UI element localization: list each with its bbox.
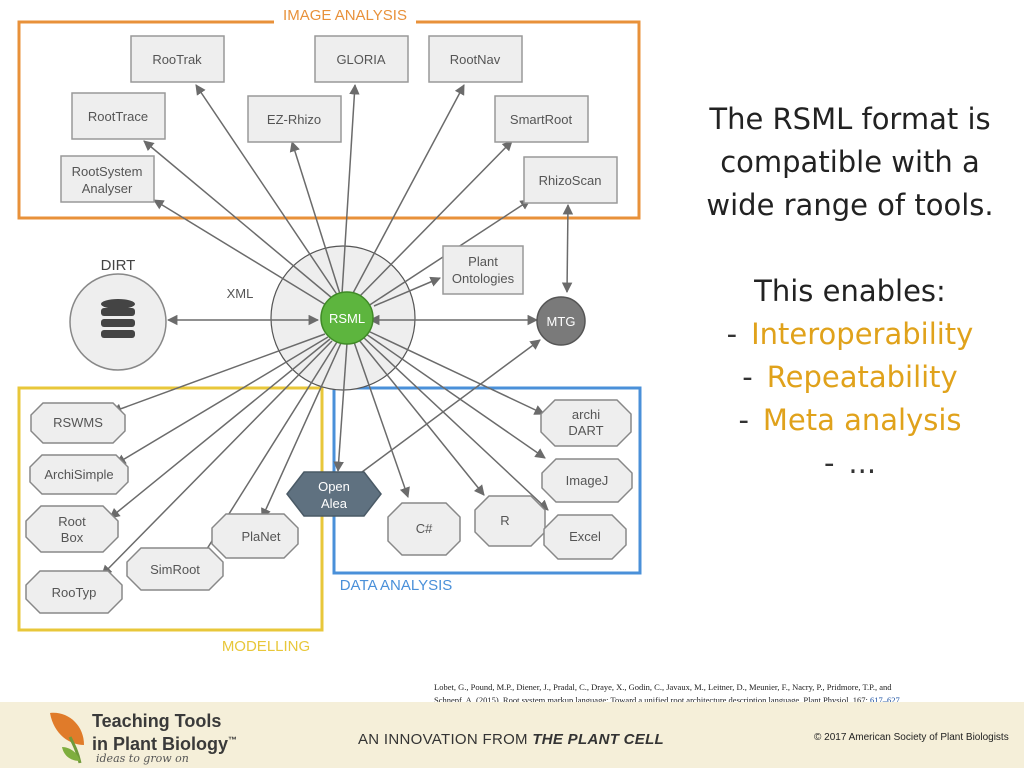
node-rootyp: RooTyp [25, 570, 123, 614]
side-main-line2: compatible with a [720, 145, 980, 179]
node-archidart-line1: archi [572, 407, 600, 422]
node-openalea-line1: Open [318, 479, 350, 494]
node-ezrhizo-label: EZ-Rhizo [267, 112, 321, 127]
node-rootbox: Root Box [25, 505, 119, 553]
node-openalea: Open Alea [286, 471, 382, 517]
node-csharp-label: C# [416, 521, 433, 536]
logo-tagline: ideas to grow on [96, 752, 189, 765]
mtg-label: MTG [547, 314, 576, 329]
side-benefit-item: -... [823, 446, 877, 480]
node-r-label: R [500, 513, 509, 528]
rsml-diagram: IMAGE ANALYSIS MODELLING DATA ANALYSIS [17, 6, 642, 656]
data-analysis-label: DATA ANALYSIS [340, 577, 453, 594]
node-rhizoscan-label: RhizoScan [539, 173, 602, 188]
side-benefit-label: Repeatability [766, 360, 958, 394]
citation-line1: Lobet, G., Pound, M.P., Diener, J., Prad… [434, 682, 892, 692]
side-enables-block: This enables: -Interoperability -Repeata… [690, 270, 1010, 485]
logo-line2: in Plant Biology [92, 734, 229, 754]
node-rootbox-line1: Root [58, 514, 86, 529]
node-ezrhizo: EZ-Rhizo [247, 95, 342, 143]
node-imagej: ImageJ [541, 458, 633, 503]
innovation-brand: THE PLANT CELL [532, 731, 665, 748]
side-main-line3: wide range of tools. [706, 188, 994, 222]
node-simroot: SimRoot [126, 547, 224, 591]
node-roottrace: RootTrace [71, 92, 166, 140]
node-planet-label: PlaNet [241, 529, 280, 544]
node-r: R [474, 495, 546, 547]
side-benefit-label: Meta analysis [762, 403, 962, 437]
node-csharp: C# [387, 502, 461, 556]
node-rootbox-line2: Box [61, 530, 84, 545]
node-archisimple: ArchiSimple [29, 454, 129, 495]
citation: Lobet, G., Pound, M.P., Diener, J., Prad… [434, 681, 994, 707]
node-rootsystem-line2: Analyser [82, 181, 133, 196]
node-gloria: GLORIA [314, 35, 409, 83]
rsml-node: RSML [320, 291, 374, 345]
node-plant-ontologies: Plant Ontologies [442, 245, 524, 295]
innovation-text: AN INNOVATION FROM THE PLANT CELL [358, 731, 664, 748]
logo-trademark: ™ [228, 735, 238, 745]
side-benefit-item: -Repeatability [742, 360, 958, 394]
side-benefits-list: -Interoperability -Repeatability -Meta a… [690, 313, 1010, 485]
citation-pages-link[interactable]: 617–627. [869, 695, 902, 705]
node-plant-ontologies-line1: Plant [468, 254, 498, 269]
footer-bar: Teaching Tools in Plant Biology™ ideas t… [0, 702, 1024, 768]
innovation-prefix: AN INNOVATION FROM [358, 731, 528, 748]
node-rhizoscan: RhizoScan [523, 156, 618, 204]
mtg-node: MTG [536, 296, 586, 346]
node-excel: Excel [543, 514, 627, 560]
node-rswms: RSWMS [30, 402, 126, 444]
node-gloria-label: GLORIA [336, 52, 385, 67]
node-roottrace-label: RootTrace [88, 109, 148, 124]
xml-label: XML [227, 286, 254, 301]
node-rootyp-label: RooTyp [52, 585, 97, 600]
side-enables-heading: This enables: [754, 274, 946, 308]
node-openalea-line2: Alea [321, 496, 348, 511]
node-excel-label: Excel [569, 529, 601, 544]
node-rootrak-label: RooTrak [152, 52, 202, 67]
logo-line1: Teaching Tools [92, 711, 222, 731]
node-rootnav-label: RootNav [450, 52, 501, 67]
logo-title: Teaching Tools in Plant Biology™ [92, 712, 237, 754]
node-rswms-label: RSWMS [53, 415, 103, 430]
side-benefit-label: Interoperability [751, 317, 974, 351]
node-rootsystem-line1: RootSystem [72, 164, 143, 179]
dirt-label: DIRT [101, 257, 136, 274]
leaf-logo-icon [50, 712, 84, 764]
node-archidart: archi DART [540, 399, 632, 447]
node-planet: PlaNet [211, 513, 299, 559]
side-description: The RSML format is compatible with a wid… [690, 98, 1010, 227]
rsml-label: RSML [329, 311, 365, 326]
citation-line2: Schnepf, A. (2015). Root system markup l… [434, 695, 870, 705]
node-smartroot: SmartRoot [494, 95, 589, 143]
side-ellipsis: ... [848, 446, 877, 480]
node-rootrak: RooTrak [130, 35, 225, 83]
modelling-label: MODELLING [222, 638, 310, 655]
database-icon [69, 273, 167, 371]
side-benefit-item: -Interoperability [726, 317, 974, 351]
citation-line2-wrap: Schnepf, A. (2015). Root system markup l… [434, 694, 994, 707]
node-archisimple-label: ArchiSimple [44, 467, 113, 482]
node-plant-ontologies-line2: Ontologies [452, 271, 515, 286]
image-analysis-label: IMAGE ANALYSIS [283, 7, 407, 24]
node-archidart-line2: DART [568, 423, 603, 438]
node-rootsystem-analyser: RootSystem Analyser [60, 155, 155, 203]
node-imagej-label: ImageJ [566, 473, 609, 488]
copyright-text: © 2017 American Society of Plant Biologi… [814, 732, 1009, 743]
side-main-line1: The RSML format is [709, 102, 991, 136]
side-benefit-item: -Meta analysis [738, 403, 962, 437]
node-smartroot-label: SmartRoot [510, 112, 573, 127]
node-simroot-label: SimRoot [150, 562, 200, 577]
node-rootnav: RootNav [428, 35, 523, 83]
